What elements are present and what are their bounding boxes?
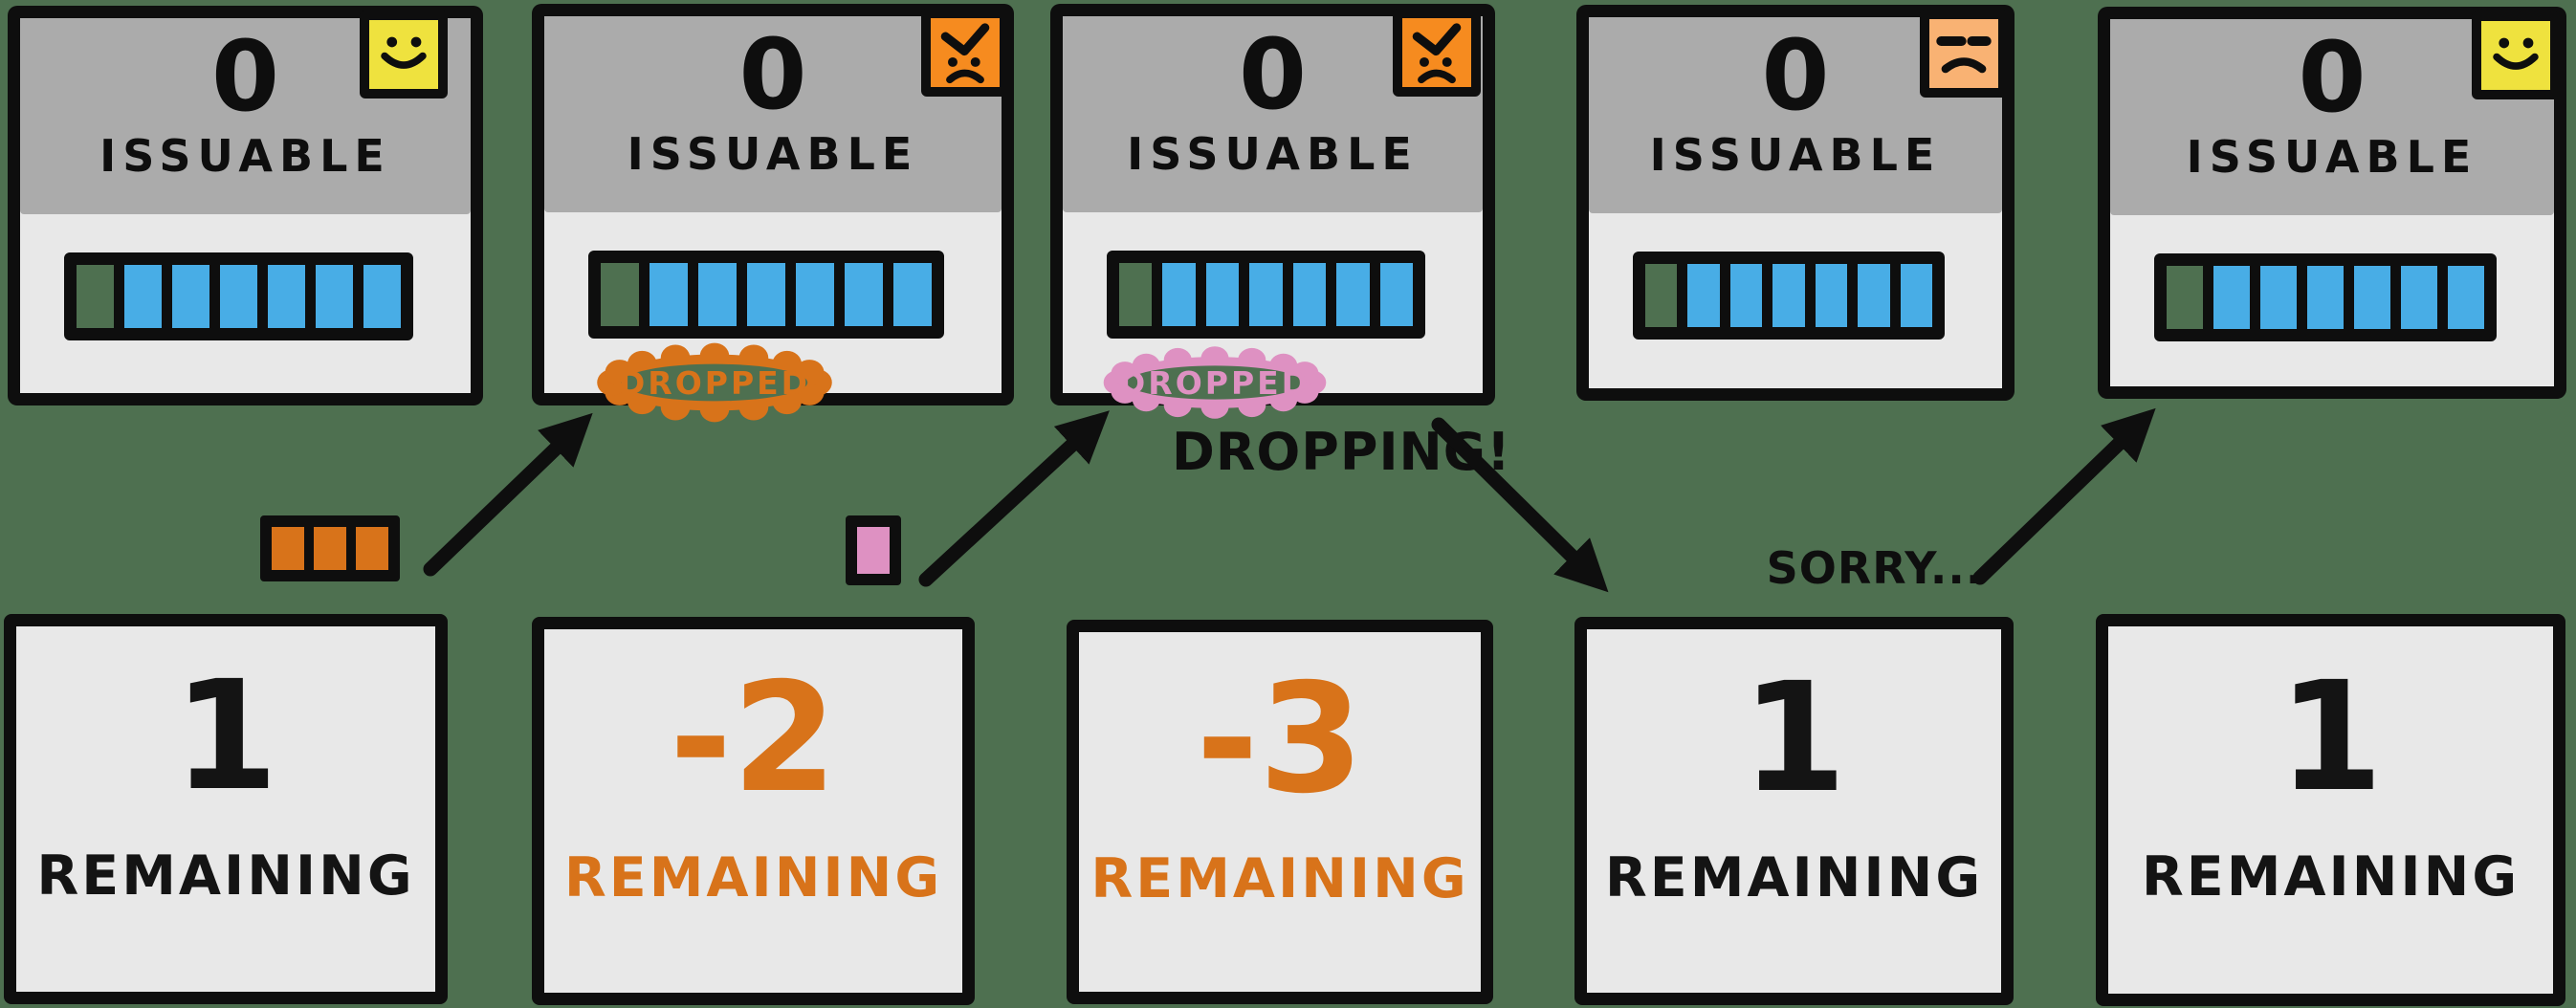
mood-sticker-angry bbox=[921, 9, 1009, 97]
remaining-label: REMAINING bbox=[563, 846, 943, 909]
progress-cell-filled bbox=[1889, 264, 1932, 327]
remaining-card-1: 1 REMAINING bbox=[4, 614, 448, 1004]
arrow-orange-drop-icon bbox=[423, 412, 593, 577]
progress-cell-filled bbox=[785, 263, 834, 326]
happy-face-icon bbox=[381, 36, 427, 69]
dropped-tokens-orange bbox=[260, 515, 400, 581]
progress-cell-empty bbox=[1645, 264, 1678, 327]
supply-progress-bar bbox=[1633, 252, 1945, 340]
remaining-count: 1 bbox=[173, 648, 278, 824]
dropped-label: DROPPED bbox=[1118, 363, 1311, 402]
orange-token-cell bbox=[272, 527, 304, 570]
remaining-count: 1 bbox=[2278, 649, 2384, 825]
progress-cell-filled bbox=[1677, 264, 1720, 327]
progress-cell-filled bbox=[2437, 266, 2484, 329]
progress-cell-filled bbox=[1239, 263, 1283, 326]
progress-cell-filled bbox=[114, 265, 162, 328]
progress-cell-filled bbox=[1719, 264, 1763, 327]
dropped-token-pink bbox=[846, 515, 901, 585]
progress-cell-filled bbox=[688, 263, 737, 326]
progress-cell-filled bbox=[2203, 266, 2250, 329]
progress-cell-filled bbox=[1282, 263, 1327, 326]
issuable-count: 0 bbox=[211, 20, 279, 134]
remaining-card-4: 1 REMAINING bbox=[1574, 617, 2014, 1005]
supply-progress-bar bbox=[64, 252, 413, 340]
panel-header: 0 ISSUABLE bbox=[544, 16, 1002, 212]
progress-cell-filled bbox=[1369, 263, 1413, 326]
remaining-label: REMAINING bbox=[1604, 846, 1984, 909]
progress-cell-filled bbox=[305, 265, 353, 328]
mood-sticker-angry bbox=[1393, 9, 1481, 97]
mood-sticker-happy bbox=[2472, 11, 2560, 99]
progress-cell-filled bbox=[1326, 263, 1370, 326]
issuable-count: 0 bbox=[2298, 21, 2367, 135]
orange-token-cell bbox=[346, 527, 388, 570]
arrow-sorry-up-icon bbox=[1972, 407, 2156, 585]
issuable-label: ISSUABLE bbox=[99, 130, 391, 183]
wallet-panel-1: 0 ISSUABLE bbox=[8, 6, 483, 405]
issuable-count: 0 bbox=[1761, 19, 1830, 133]
arrow-pink-drop-icon bbox=[918, 410, 1110, 587]
dropped-badge-orange: DROPPED bbox=[587, 339, 842, 427]
remaining-card-3: -3 REMAINING bbox=[1067, 620, 1493, 1004]
issuable-label: ISSUABLE bbox=[1649, 129, 1942, 182]
remaining-label: REMAINING bbox=[2141, 845, 2521, 909]
progress-cell-empty bbox=[601, 263, 639, 326]
orange-token-cell bbox=[304, 527, 346, 570]
issuable-count: 0 bbox=[1239, 18, 1307, 132]
dropping-note: DROPPING! bbox=[1172, 422, 1511, 482]
dropped-label: DROPPED bbox=[618, 363, 811, 402]
remaining-label: REMAINING bbox=[36, 844, 415, 908]
wallet-panel-3: 0 ISSUABLE bbox=[1050, 4, 1495, 405]
supply-progress-bar bbox=[588, 251, 944, 339]
progress-cell-filled bbox=[257, 265, 305, 328]
remaining-count: 1 bbox=[1741, 650, 1847, 826]
remaining-count: -3 bbox=[1196, 651, 1364, 827]
cloud-outline-icon bbox=[1103, 346, 1327, 419]
wallet-panel-5: 0 ISSUABLE bbox=[2098, 7, 2566, 399]
progress-cell-filled bbox=[2344, 266, 2390, 329]
progress-cell-filled bbox=[209, 265, 257, 328]
progress-cell-filled bbox=[834, 263, 883, 326]
progress-cell-filled bbox=[353, 265, 401, 328]
progress-cell-filled bbox=[883, 263, 932, 326]
progress-cell-filled bbox=[1195, 263, 1240, 326]
progress-cell-filled bbox=[162, 265, 209, 328]
remaining-card-2: -2 REMAINING bbox=[532, 617, 975, 1005]
angry-face-icon bbox=[1412, 23, 1462, 84]
progress-cell-empty bbox=[77, 265, 114, 328]
dropped-badge-pink: DROPPED bbox=[1094, 342, 1335, 423]
happy-face-icon bbox=[2493, 37, 2539, 70]
issuable-label: ISSUABLE bbox=[627, 128, 919, 181]
unamused-face-icon bbox=[1936, 36, 1992, 74]
sorry-note: SORRY... bbox=[1766, 542, 1984, 594]
angry-face-icon bbox=[940, 23, 990, 84]
mood-sticker-unamused bbox=[1920, 10, 2008, 98]
remaining-card-5: 1 REMAINING bbox=[2096, 614, 2565, 1006]
remaining-label: REMAINING bbox=[1090, 847, 1469, 910]
progress-cell-filled bbox=[1762, 264, 1805, 327]
progress-cell-empty bbox=[1119, 263, 1153, 326]
progress-cell-filled bbox=[2250, 266, 2297, 329]
mood-sticker-happy bbox=[360, 11, 448, 99]
remaining-count: -2 bbox=[669, 650, 838, 826]
issuable-label: ISSUABLE bbox=[2186, 131, 2478, 184]
progress-cell-filled bbox=[2297, 266, 2344, 329]
progress-cell-filled bbox=[1152, 263, 1196, 326]
issuable-count: 0 bbox=[738, 18, 807, 132]
wallet-panel-2: 0 ISSUABLE bbox=[532, 4, 1014, 405]
progress-cell-filled bbox=[1804, 264, 1848, 327]
cloud-outline-icon bbox=[597, 342, 832, 423]
issuable-label: ISSUABLE bbox=[1127, 128, 1419, 181]
supply-progress-bar bbox=[2154, 253, 2497, 341]
supply-progress-bar bbox=[1107, 251, 1425, 339]
progress-cell-empty bbox=[2167, 266, 2203, 329]
progress-cell-filled bbox=[2390, 266, 2437, 329]
wallet-panel-4: 0 ISSUABLE bbox=[1576, 5, 2015, 401]
progress-cell-filled bbox=[1847, 264, 1890, 327]
progress-cell-filled bbox=[639, 263, 688, 326]
progress-cell-filled bbox=[737, 263, 785, 326]
